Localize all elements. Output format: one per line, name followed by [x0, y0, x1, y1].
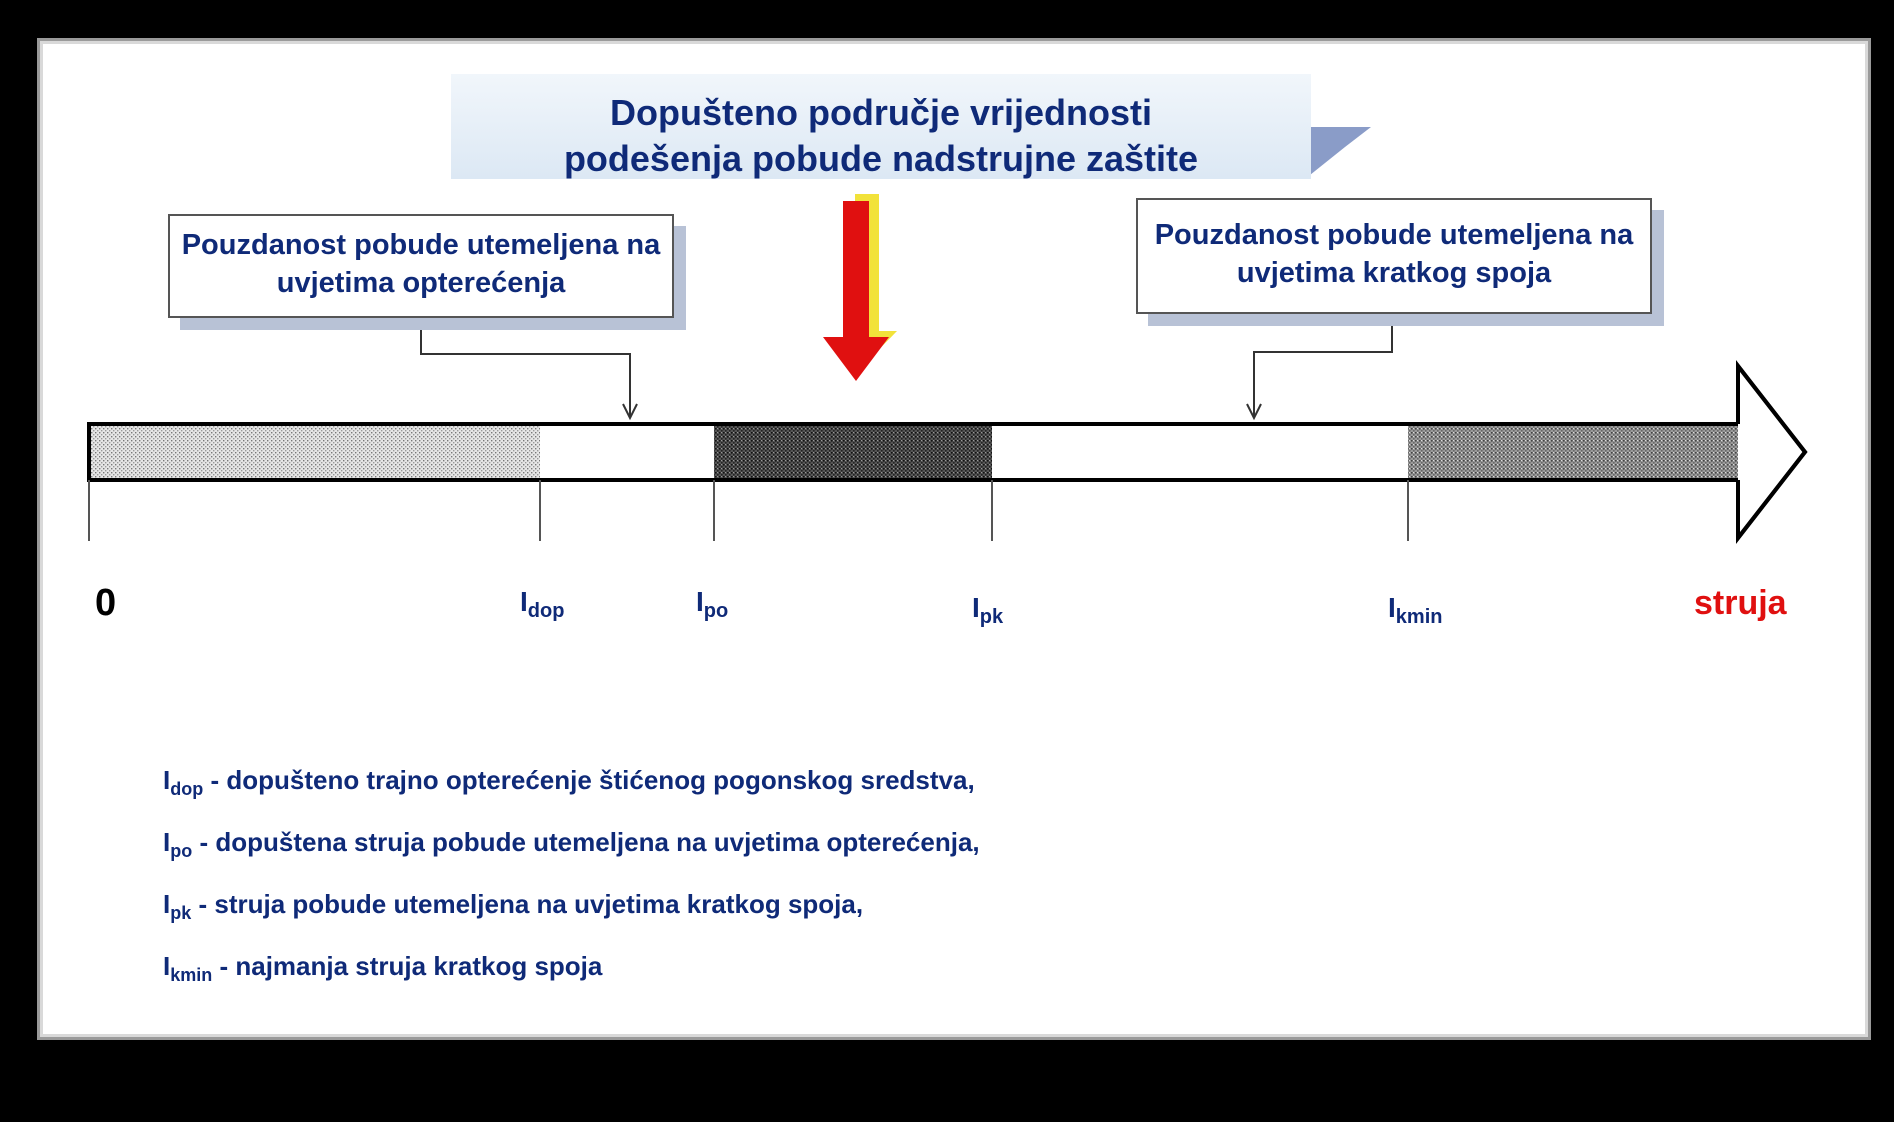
- pointer-arrow: [823, 201, 889, 381]
- diagram-title: Dopušteno područje vrijednosti podešenja…: [451, 90, 1311, 182]
- callout-right-line-1: Pouzdanost pobude utemeljena na: [1154, 219, 1634, 251]
- diagram-graphics: [87, 127, 1808, 544]
- connector-left: [420, 318, 631, 416]
- tick-label-ikmin: Ikmin: [1388, 592, 1443, 628]
- diagram-slide: Dopušteno područje vrijednosti podešenja…: [43, 44, 1865, 1034]
- connector-right: [1253, 314, 1393, 416]
- callout-right-line-2: uvjetima kratkog spoja: [1236, 257, 1552, 289]
- segment-ipk-to-ikmin: [992, 424, 1408, 480]
- segment-ikmin-to-end: [1408, 424, 1738, 480]
- legend-row-ipo: Ipo - dopuštena struja pobude utemeljena…: [163, 827, 980, 861]
- axis-arrow-head: [1738, 370, 1801, 534]
- title-line-1: Dopušteno područje vrijednosti: [609, 92, 1153, 133]
- axis-origin-label: 0: [95, 582, 117, 624]
- segment-idop-to-ipo: [540, 424, 714, 480]
- title-banner-tail: [1305, 127, 1371, 179]
- segment-zero-to-idop: [89, 424, 540, 480]
- callout-left-line-2: uvjetima opterećenja: [276, 267, 566, 299]
- tick-label-idop: Idop: [520, 586, 565, 622]
- callout-short-circuit-conditions: Pouzdanost pobude utemeljena na uvjetima…: [1136, 198, 1652, 314]
- tick-label-ipo: Ipo: [696, 586, 729, 622]
- title-banner: Dopušteno područje vrijednosti podešenja…: [451, 74, 1311, 179]
- legend-row-ikmin: Ikmin - najmanja struja kratkog spoja: [163, 951, 603, 985]
- legend-row-idop: Idop - dopušteno trajno opterećenje štić…: [163, 765, 975, 799]
- callout-left-line-1: Pouzdanost pobude utemeljena na: [181, 229, 661, 261]
- axis-end-label: struja: [1694, 584, 1787, 622]
- title-line-2: podešenja pobude nadstrujne zaštite: [563, 138, 1199, 179]
- legend-row-ipk: Ipk - struja pobude utemeljena na uvjeti…: [163, 889, 864, 923]
- callout-load-conditions: Pouzdanost pobude utemeljena na uvjetima…: [168, 214, 674, 318]
- legend: Idop - dopušteno trajno opterećenje štić…: [163, 754, 980, 1002]
- segment-ipo-to-ipk: [714, 424, 992, 480]
- tick-label-ipk: Ipk: [972, 592, 1004, 628]
